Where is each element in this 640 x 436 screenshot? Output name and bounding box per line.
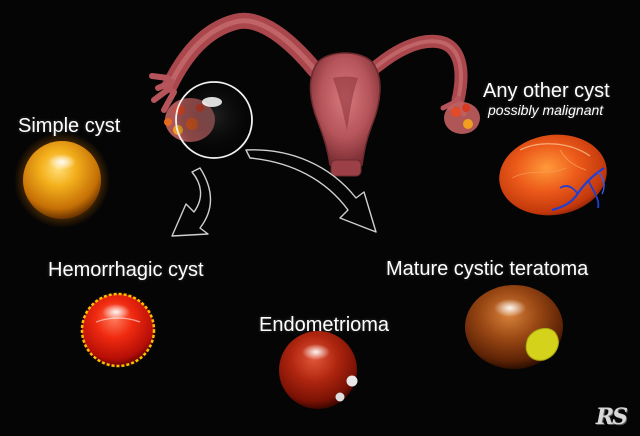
hemorrhagic-cyst-label: Hemorrhagic cyst: [48, 259, 204, 281]
teratoma-illustration: [465, 285, 563, 369]
other-cyst-label: Any other cyst: [483, 80, 610, 102]
teratoma-label: Mature cystic teratoma: [386, 258, 589, 280]
magnifier-circle: [175, 81, 253, 159]
arrow-to-teratoma: [245, 149, 377, 233]
simple-cyst-label: Simple cyst: [18, 115, 121, 137]
simple-cyst-illustration: [14, 132, 110, 228]
endometrioma-illustration: [279, 331, 358, 409]
author-signature: RS: [595, 404, 628, 430]
hemorrhagic-cyst-illustration: [79, 291, 157, 369]
endometrioma-label: Endometrioma: [259, 314, 390, 336]
other-cyst-illustration: [499, 134, 607, 216]
arrow-to-hemorrhagic: [171, 167, 212, 237]
right-ovary-follicles: [451, 104, 473, 129]
other-cyst-sublabel: possibly malignant: [488, 102, 604, 118]
